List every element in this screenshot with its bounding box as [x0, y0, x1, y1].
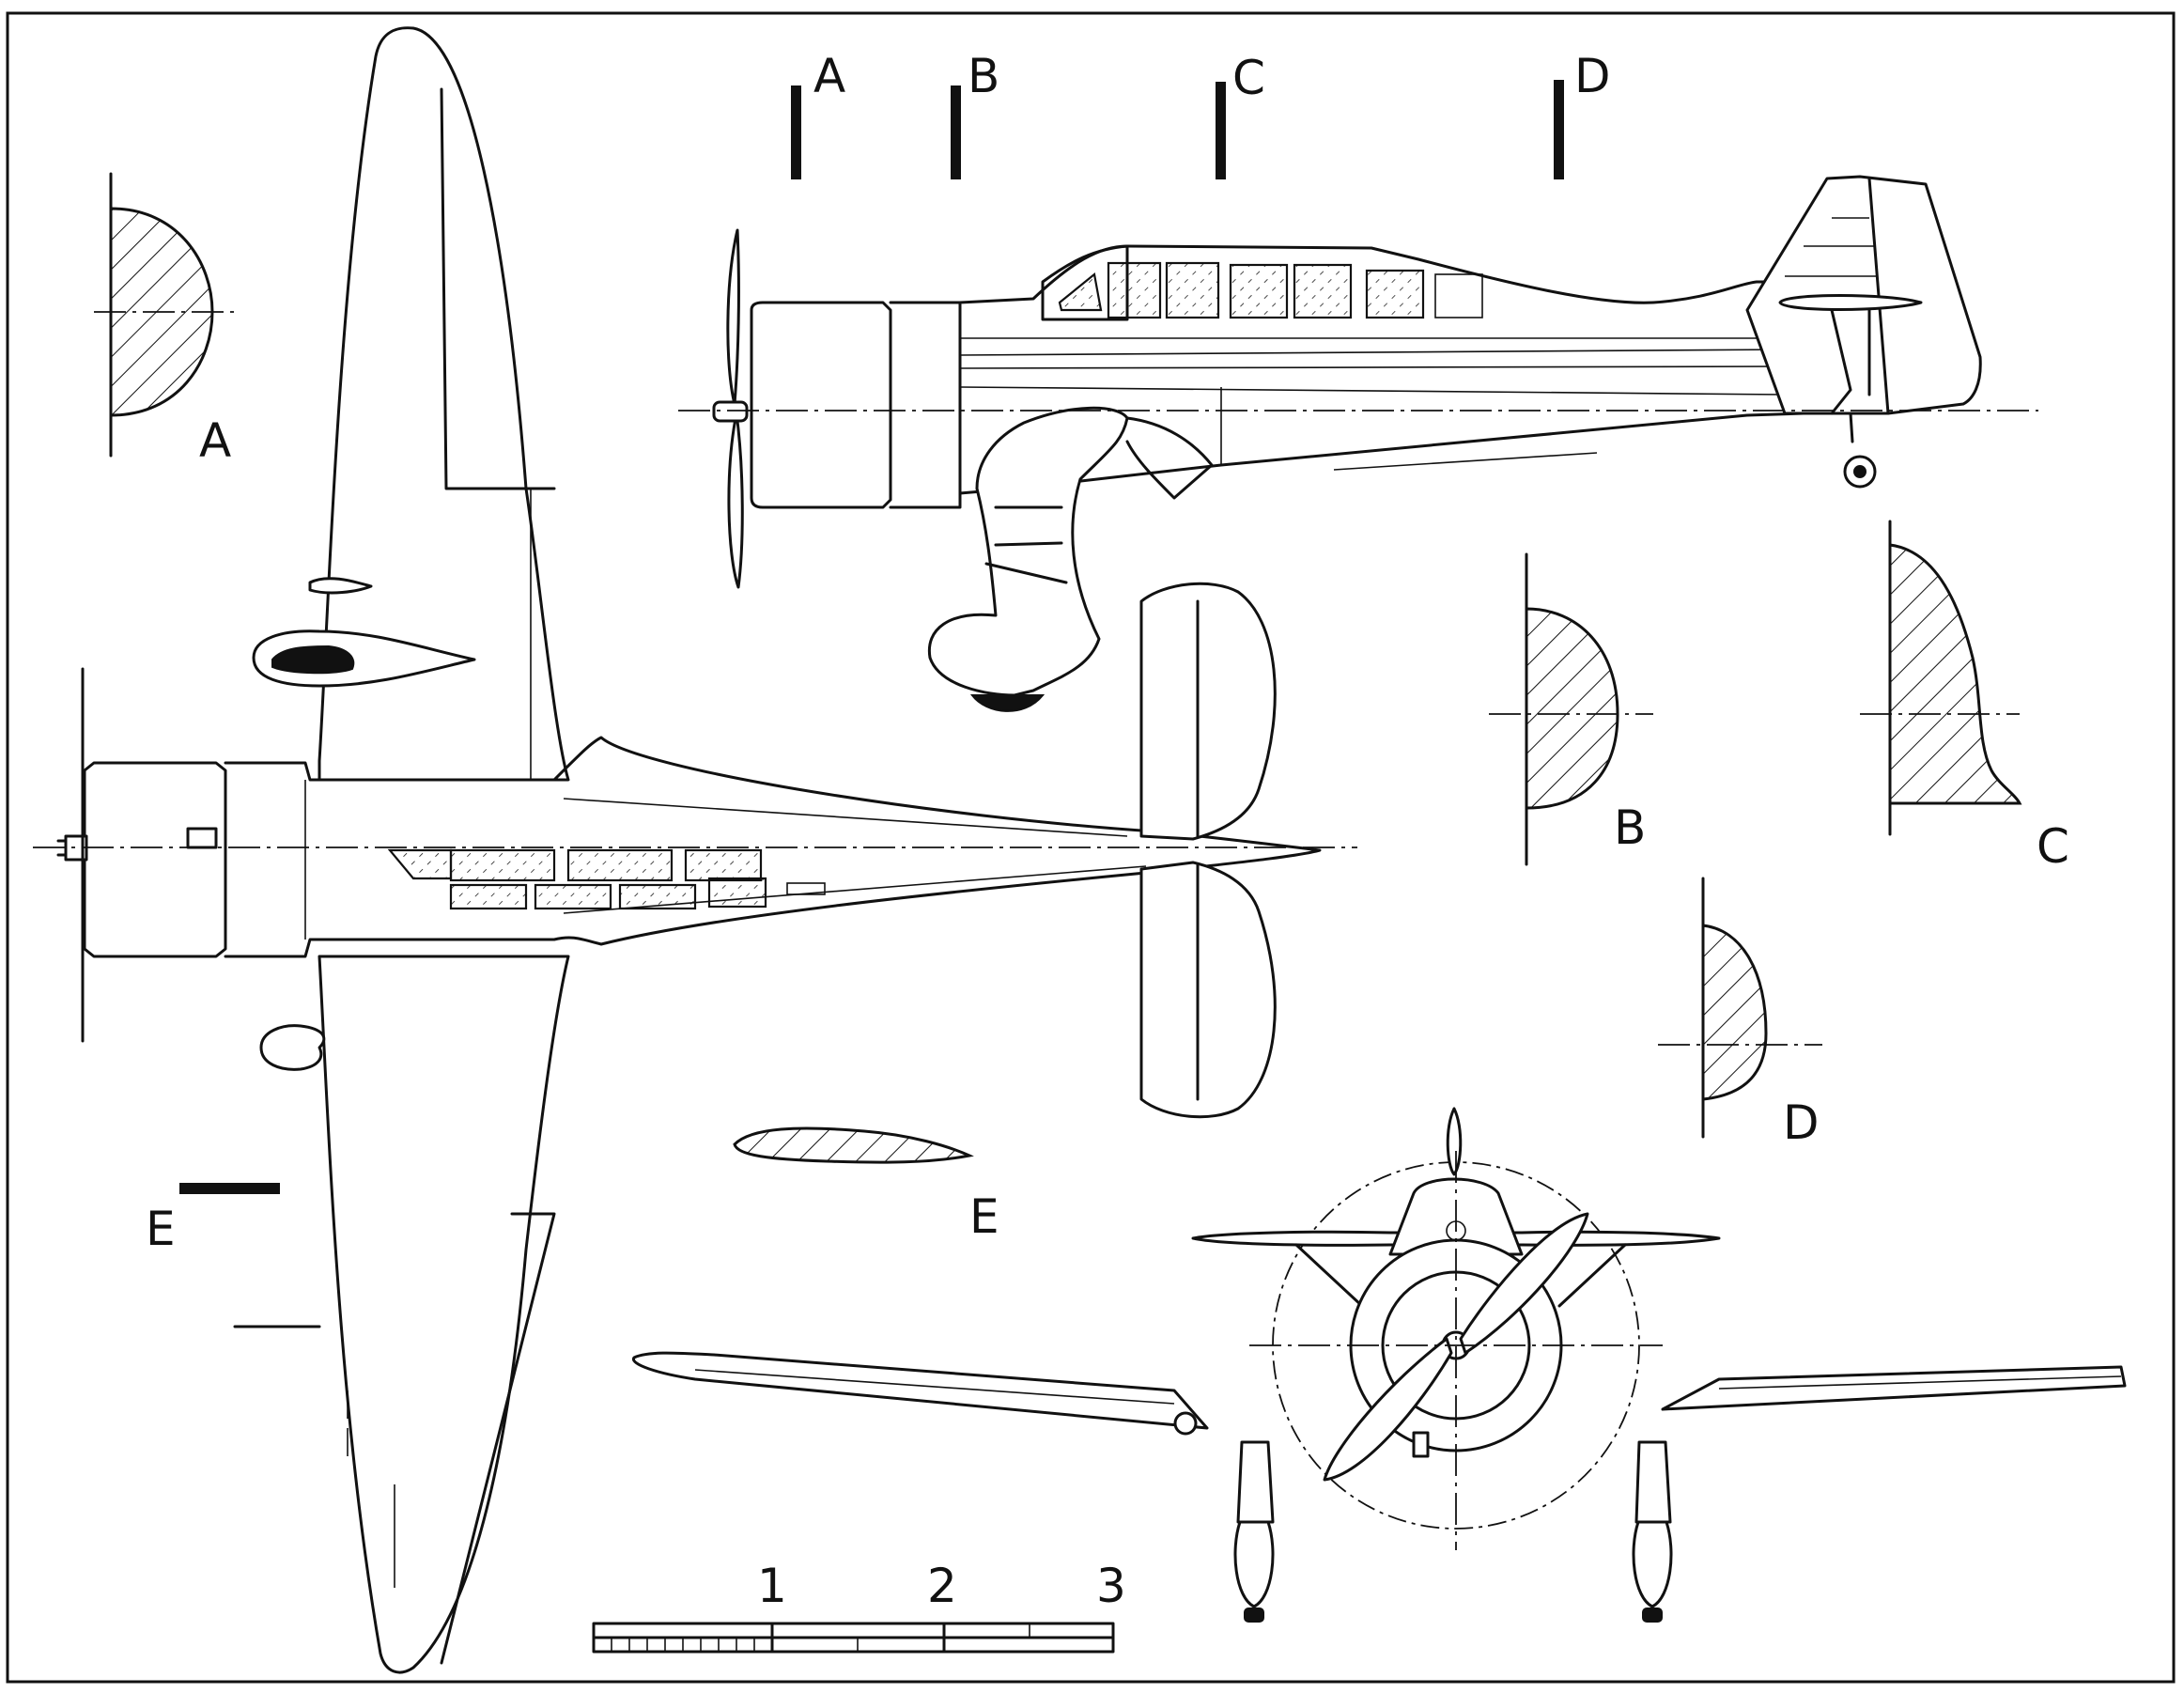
plan-view [33, 26, 1357, 1674]
marker-c-label: C [1232, 51, 1265, 105]
marker-d-label: D [1574, 49, 1611, 103]
section-b: B [1489, 552, 1653, 866]
section-d-label: D [1783, 1095, 1820, 1150]
scale-label-1: 1 [757, 1559, 787, 1613]
scale-label-2: 2 [927, 1559, 957, 1613]
section-c-label: C [2037, 819, 2069, 874]
section-e: E [733, 1126, 999, 1244]
marker-a-label: A [813, 49, 845, 103]
section-markers: A B C D [791, 49, 1611, 179]
scale-label-3: 3 [1096, 1559, 1126, 1613]
marker-e-label: E [146, 1202, 176, 1256]
front-view [632, 1107, 2127, 1623]
marker-b-label: B [968, 49, 999, 103]
scale-bar: 1 2 3 [592, 1559, 1126, 1654]
side-view [678, 175, 2038, 712]
section-a-label: A [199, 413, 231, 468]
section-b-label: B [1614, 800, 1646, 855]
section-d: D [1658, 877, 1822, 1150]
section-a: A [94, 172, 240, 468]
marker-e: E [146, 1183, 280, 1256]
section-c: C [1860, 520, 2069, 874]
section-e-label: E [969, 1189, 999, 1244]
drawing-frame [6, 11, 2176, 1684]
